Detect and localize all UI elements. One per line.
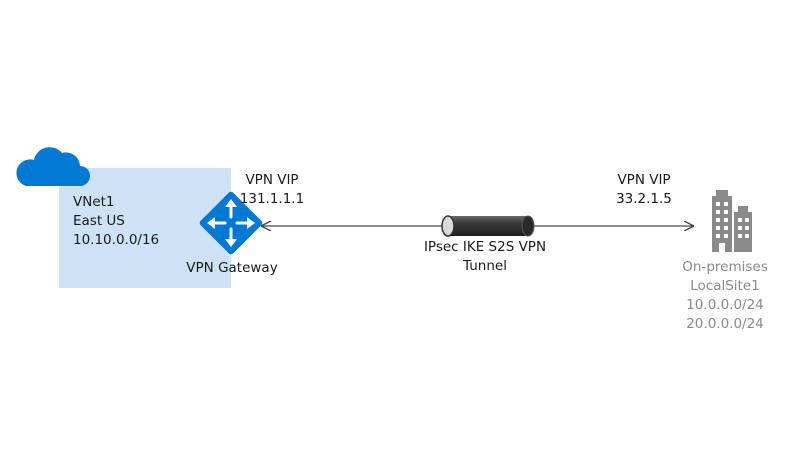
building-icon xyxy=(712,190,752,252)
onprem-prefix-1: 10.0.0.0/24 xyxy=(686,297,764,313)
remote-vip: VPN VIP 33.2.1.5 xyxy=(596,171,692,209)
tunnel-pipe-icon xyxy=(441,215,535,237)
remote-vip-value: 33.2.1.5 xyxy=(616,191,672,207)
onprem-info: On-premises LocalSite1 10.0.0.0/24 20.0.… xyxy=(670,258,780,334)
gateway-label: VPN Gateway xyxy=(186,260,278,276)
gateway-vip: VPN VIP 131.1.1.1 xyxy=(224,171,320,209)
vnet-region-label: East US xyxy=(73,213,125,229)
cloud-icon xyxy=(16,147,91,186)
gateway-vip-value: 131.1.1.1 xyxy=(239,191,305,207)
vpn-gateway-icon xyxy=(199,191,263,255)
gateway-vip-label: VPN VIP xyxy=(245,172,299,188)
remote-vip-label: VPN VIP xyxy=(617,172,671,188)
onprem-name: On-premises xyxy=(682,259,768,275)
tunnel-label: IPsec IKE S2S VPN Tunnel xyxy=(405,238,565,276)
vnet-name: VNet1 xyxy=(73,194,115,210)
onprem-site: LocalSite1 xyxy=(690,278,760,294)
vnet-info: VNet1 East US 10.10.0.0/16 xyxy=(73,193,159,250)
tunnel-label-line1: IPsec IKE S2S VPN xyxy=(423,239,547,255)
onprem-prefix-2: 20.0.0.0/24 xyxy=(686,316,764,332)
tunnel-label-line2: Tunnel xyxy=(463,258,507,274)
vnet-region xyxy=(59,168,231,288)
vnet-address-space: 10.10.0.0/16 xyxy=(73,232,160,248)
